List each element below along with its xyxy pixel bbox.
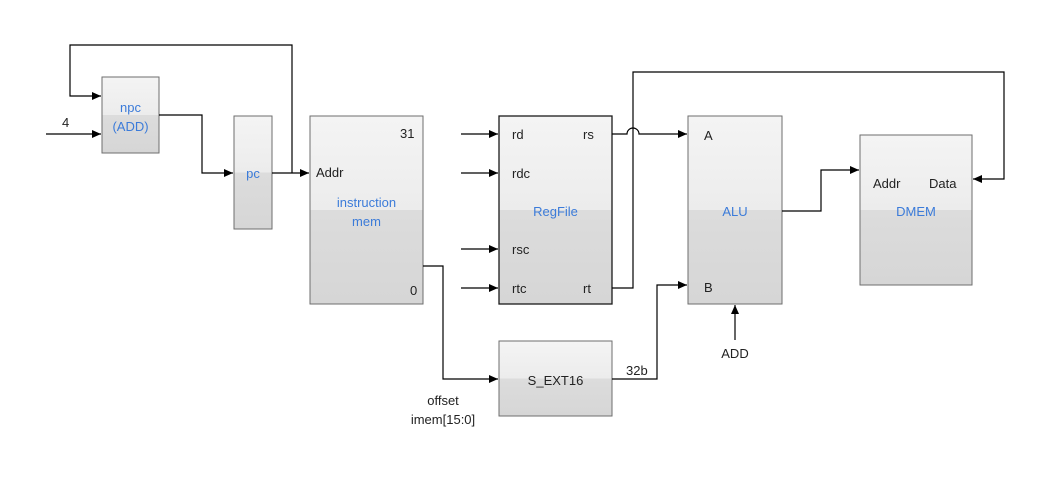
- alu-op-label: ADD: [721, 346, 748, 361]
- wire-pc-feedback-npc: [69, 44, 293, 173]
- wire-alu-dmem: [782, 166, 859, 212]
- dmem-title: DMEM: [896, 204, 936, 219]
- dmem-port-data: Data: [929, 176, 957, 191]
- dmem-block: [859, 134, 973, 286]
- regfile-port-rd: rd: [512, 127, 524, 142]
- imem-port-addr: Addr: [316, 165, 344, 180]
- imem-block: [309, 115, 424, 305]
- imem-port-0: 0: [410, 283, 417, 298]
- alu-title: ALU: [722, 204, 747, 219]
- sext-block: [498, 340, 613, 417]
- imem-port-31: 31: [400, 126, 414, 141]
- wire-imem-sext: [423, 265, 498, 383]
- alu-block: [687, 115, 783, 305]
- alu-port-b: B: [704, 280, 713, 295]
- const-4-label: 4: [62, 115, 69, 130]
- regfile-port-rs: rs: [583, 127, 594, 142]
- imem-range-label: imem[15:0]: [411, 412, 475, 427]
- npc-title-line1: npc: [120, 100, 141, 115]
- npc-block: [101, 76, 160, 154]
- dmem-port-addr: Addr: [873, 176, 901, 191]
- sext-title: S_EXT16: [528, 373, 584, 388]
- regfile-port-rt: rt: [583, 281, 591, 296]
- width-32b-label: 32b: [626, 363, 648, 378]
- wire-sext-alu-b: [612, 281, 687, 380]
- imem-title-line1: instruction: [337, 195, 396, 210]
- regfile-title: RegFile: [533, 204, 578, 219]
- npc-title-line2: (ADD): [112, 119, 148, 134]
- pc-block: [233, 115, 273, 230]
- wire-npc-pc: [159, 114, 233, 177]
- alu-port-a: A: [704, 128, 713, 143]
- regfile-block: [498, 115, 613, 305]
- wire-rt-dmem: [612, 71, 1005, 289]
- offset-label: offset: [427, 393, 459, 408]
- regfile-port-rsc: rsc: [512, 242, 530, 257]
- pc-title: pc: [246, 166, 260, 181]
- regfile-port-rtc: rtc: [512, 281, 527, 296]
- regfile-port-rdc: rdc: [512, 166, 531, 181]
- imem-title-line2: mem: [352, 214, 381, 229]
- wire-rs-alu-a: [612, 127, 687, 138]
